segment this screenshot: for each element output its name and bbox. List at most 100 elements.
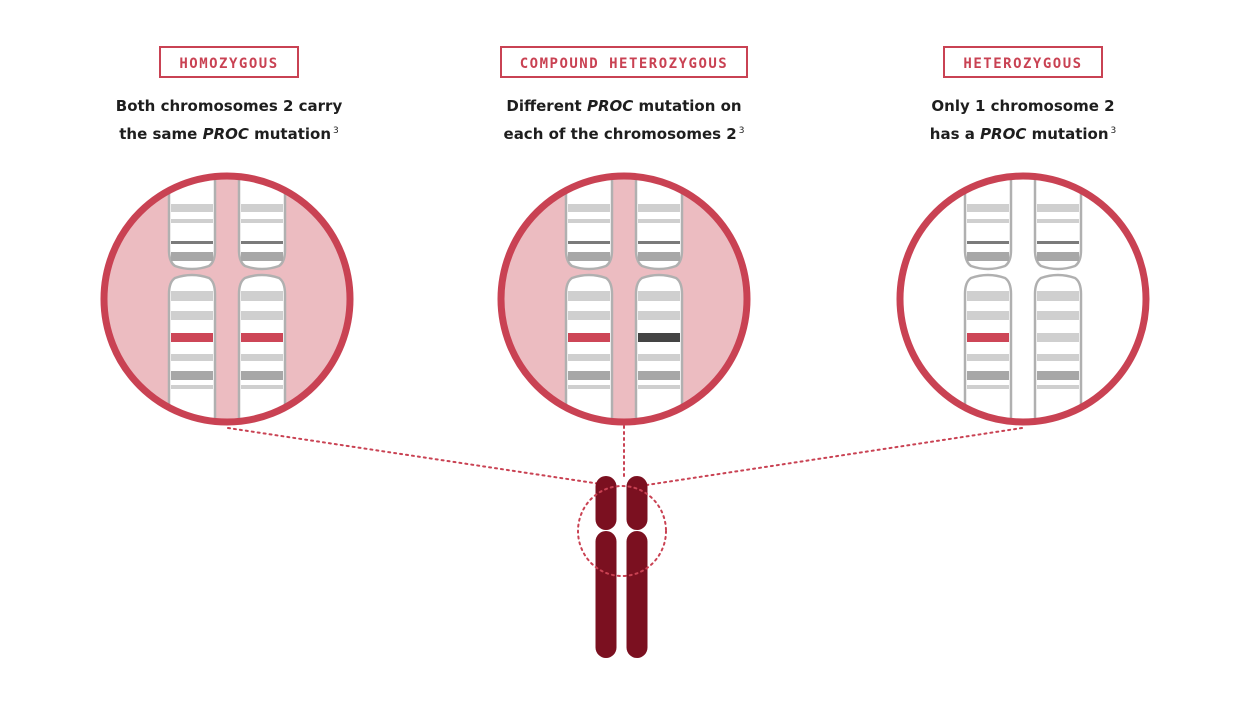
heterozygous-desc-line1: Only 1 chromosome 2 [931,97,1115,115]
chromosome-lower-arm [595,531,617,658]
chromosome-band [1037,354,1079,361]
chromosome-band [967,385,1009,389]
chromosome-band [967,241,1009,244]
chromosome-band [1037,371,1079,380]
chromosome-band [638,291,680,301]
chromosome-band [568,385,610,389]
zoom-circle-border [497,172,751,426]
chromosome-band [241,252,283,261]
chromosome-band [967,252,1009,261]
chromosome-band [171,219,213,223]
chromosome-upper-arm [626,476,648,530]
mutation-band [241,333,283,342]
chromosome-band [967,291,1009,301]
chromosome-band [568,219,610,223]
compound-desc-line1: Different PROC mutation on [434,94,814,119]
compound-desc-text: Different [506,97,587,115]
chromosome-band [1037,241,1079,244]
panel-homozygous: HOMOZYGOUS Both chromosomes 2 carry the … [39,0,419,147]
homozygous-desc-text: the same [119,125,203,143]
mutation-band [967,333,1009,342]
heterozygous-zoom-circle [896,172,1150,426]
chromosome-band [1037,219,1079,223]
zoom-circle-border [100,172,354,426]
chromosome-band [1037,311,1079,320]
compound-desc-text-end: mutation on [633,97,742,115]
chromosome-band [241,385,283,389]
homozygous-desc-line1: Both chromosomes 2 carry [115,97,343,115]
chromosome-band [638,252,680,261]
chromosome-band [241,204,283,212]
compound-footnote: 3 [738,126,745,136]
chromosome-band [638,371,680,380]
chromosome-band [638,241,680,244]
dotted-connector-line [639,427,1023,487]
chromosome-band [1037,252,1079,261]
mutation-band [638,333,680,342]
homozygous-description: Both chromosomes 2 carry the same PROC m… [39,94,419,147]
mutation-band [568,333,610,342]
homozygous-desc-text-end: mutation [248,125,332,143]
chromosome-band [241,354,283,361]
chromosome-band [171,241,213,244]
chromosome-band [638,354,680,361]
chromosome-band [638,311,680,320]
chromosome-band [241,219,283,223]
chromosome-lower-arm [626,531,648,658]
chromosome-band [638,385,680,389]
zoom-region-outline [577,485,667,577]
zoom-circle-border [896,172,1150,426]
chromosome-1 [564,176,614,422]
homozygous-gene-name: PROC [202,125,249,143]
chromosome-band [241,291,283,301]
chromosome-band [967,219,1009,223]
homozygous-zoom-circle [100,172,354,426]
chromosome-upper-arm [595,476,617,530]
chromosome-band [241,371,283,380]
compound-heterozygous-zoom-circle [497,172,751,426]
chromosome-band [967,371,1009,380]
chromosome-1 [963,176,1013,422]
dotted-connector-line [227,427,615,487]
chromosome-band [638,204,680,212]
homozygous-footnote: 3 [333,126,339,136]
heterozygous-desc-text-end: mutation [1026,125,1109,143]
chromosome-band [171,371,213,380]
chromosome-1 [167,176,217,422]
chromosome-pair [577,476,667,658]
chromosome-band [171,204,213,212]
chromosome-band [171,252,213,261]
chromosome-band [568,252,610,261]
chromosome-band [171,311,213,320]
chromosome-band [967,311,1009,320]
chromosome-band [967,204,1009,212]
chromosome-2 [634,176,684,422]
compound-gene-name: PROC [586,97,634,115]
heterozygous-desc-text: has a [929,125,981,143]
chromosome-band [241,241,283,244]
heterozygous-gene-name: PROC [980,125,1027,143]
zoom-background [104,176,350,422]
zoom-background [501,176,747,422]
panel-compound-heterozygous: COMPOUND HETEROZYGOUS Different PROC mut… [434,0,814,147]
zoom-background [900,176,1146,422]
mutation-band [171,333,213,342]
chromosome-band [171,291,213,301]
chromosome-band [171,385,213,389]
chromosome-band [967,354,1009,361]
mutation-band [1037,333,1079,342]
chromosome-band [568,371,610,380]
chromosome-band [568,291,610,301]
chromosome-2 [1033,176,1083,422]
chromosome-band [568,241,610,244]
chromosome-band [638,219,680,223]
chromosome-band [568,204,610,212]
homozygous-label: HOMOZYGOUS [159,46,299,78]
panel-heterozygous: HETEROZYGOUS Only 1 chromosome 2 has a P… [833,0,1213,147]
chromosome-2 [237,176,287,422]
heterozygous-footnote: 3 [1110,126,1117,136]
